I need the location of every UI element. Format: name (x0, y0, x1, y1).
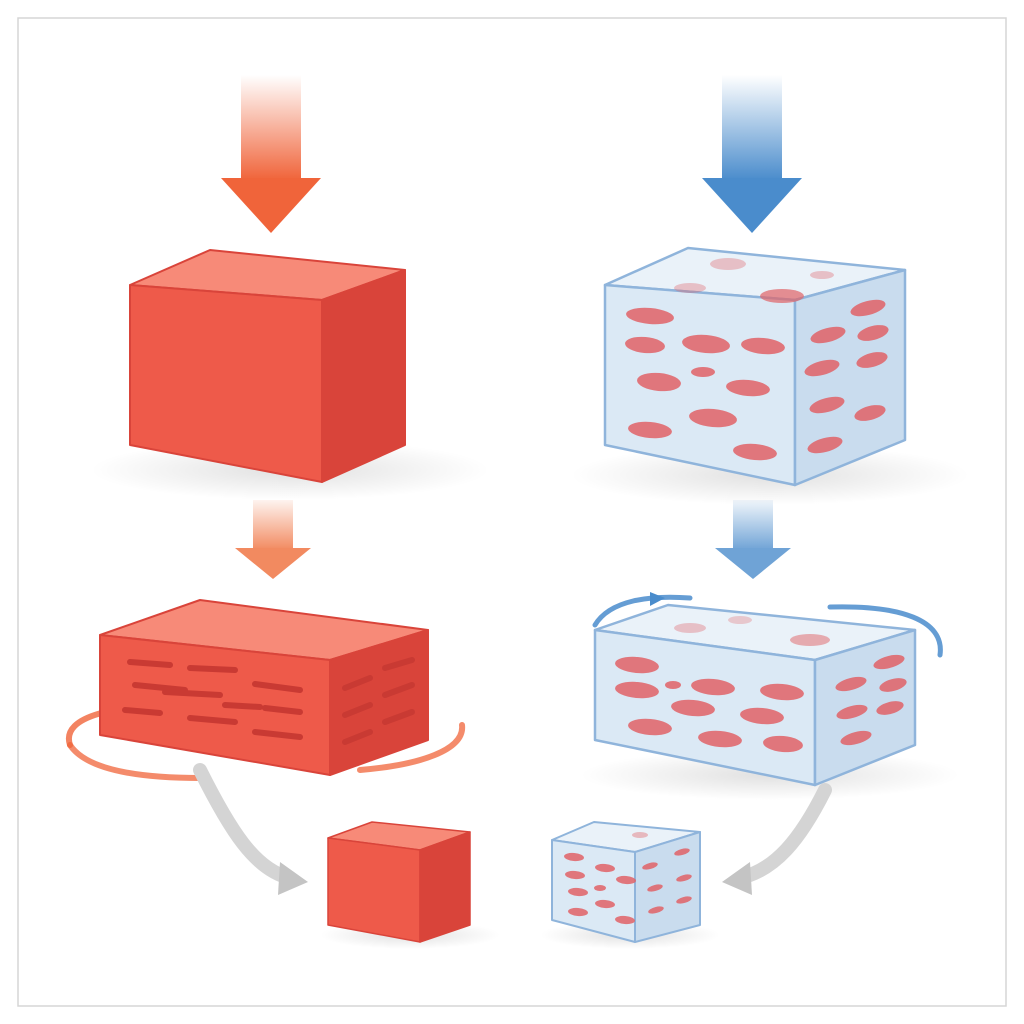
ice-inclusions (625, 258, 889, 461)
red-inclusion (676, 896, 692, 904)
gray-curved-arrow-left (193, 763, 308, 895)
blue-down-arrow-top (702, 75, 802, 233)
ice-inclusions (564, 832, 692, 925)
red-inclusion (642, 862, 658, 870)
red-inclusion (804, 359, 840, 377)
red-inclusion (741, 337, 785, 355)
red-inclusion (790, 634, 830, 646)
red-inclusion (763, 735, 803, 753)
block-front-face (99, 634, 331, 776)
compressed-streaks (122, 657, 415, 745)
red-inclusion (733, 443, 777, 461)
compressed-streak (252, 729, 303, 740)
red-inclusion (740, 707, 784, 725)
compressed-streak (382, 657, 415, 671)
red-inclusion (879, 678, 907, 692)
red-inclusion (854, 405, 886, 421)
red-inclusion (615, 656, 659, 674)
red-inclusion (676, 874, 692, 882)
red-inclusion (626, 307, 674, 325)
red-inclusion (665, 681, 681, 689)
small-red-cube (327, 821, 471, 943)
red-inclusion (594, 885, 606, 891)
compressed-streak (187, 665, 238, 673)
red-inclusion (698, 730, 742, 748)
small-ice-cube (551, 821, 701, 943)
red-inclusion (595, 899, 615, 909)
compressed-streak (382, 682, 415, 698)
red-inclusion (840, 730, 872, 746)
red-inclusion (637, 372, 681, 392)
red-inclusion (691, 678, 735, 696)
red-inclusion (857, 325, 889, 341)
red-inclusion (564, 852, 584, 862)
red-inclusion (568, 907, 588, 917)
gray-curved-arrow-right (722, 783, 832, 895)
red-inclusion (648, 906, 664, 914)
red-inclusion (568, 887, 588, 897)
ice-inclusions (615, 616, 907, 753)
red-inclusion (691, 367, 715, 377)
compressed-streak (132, 682, 188, 693)
red-inclusion (810, 271, 834, 279)
red-inclusion (836, 704, 868, 720)
compressed-streak (187, 715, 238, 725)
red-inclusion (807, 436, 843, 454)
red-inclusion (835, 676, 867, 692)
frame-border (17, 17, 1007, 1007)
compressed-streak (122, 707, 163, 716)
red-inclusion (809, 396, 845, 414)
red-inclusion (615, 681, 659, 699)
cube-side-face (634, 831, 701, 943)
red-inclusion (674, 848, 690, 856)
blue-rotation-arrowhead (650, 592, 665, 606)
red-inclusion (728, 616, 752, 624)
red-inclusion (760, 683, 804, 701)
compressed-streak (162, 689, 223, 698)
red-inclusion (595, 863, 615, 873)
compressed-streak (342, 702, 373, 718)
red-inclusion (760, 289, 804, 303)
red-inclusion (615, 915, 635, 925)
compressed-streak (127, 659, 173, 668)
blue-down-arrow-middle (715, 500, 791, 579)
red-inclusion (710, 258, 746, 270)
red-inclusion (616, 875, 636, 885)
red-inclusion (856, 352, 888, 368)
red-inclusion (674, 283, 706, 293)
compressed-streak (262, 705, 303, 715)
orange-rotation-swirl-front (67, 722, 466, 781)
red-inclusion (850, 299, 886, 317)
compressed-streak (222, 702, 263, 710)
orange-down-arrow-top (221, 75, 321, 233)
red-inclusion (674, 623, 706, 633)
large-red-cube (129, 249, 406, 483)
red-inclusion (628, 421, 672, 439)
cube-front-face (327, 837, 421, 943)
compressed-streak (382, 709, 415, 725)
red-inclusion (726, 379, 770, 397)
compressed-streak (252, 681, 303, 693)
red-inclusion (632, 832, 648, 838)
red-inclusion (689, 408, 737, 428)
red-inclusion (671, 699, 715, 717)
red-inclusion (682, 334, 730, 354)
cube-side-face (321, 269, 406, 483)
red-inclusion (647, 884, 663, 892)
compressed-streak (342, 729, 373, 745)
blue-rotation-arrow (592, 594, 943, 658)
cube-side-face (419, 831, 471, 943)
cube-side-face (793, 268, 907, 487)
red-inclusion (628, 718, 672, 736)
red-inclusion (810, 326, 846, 344)
red-inclusion (873, 654, 905, 670)
red-inclusion (565, 870, 585, 880)
red-inclusion (625, 336, 665, 354)
red-inclusion (876, 701, 904, 715)
orange-down-arrow-middle (235, 500, 311, 579)
compressed-streak (342, 675, 373, 691)
